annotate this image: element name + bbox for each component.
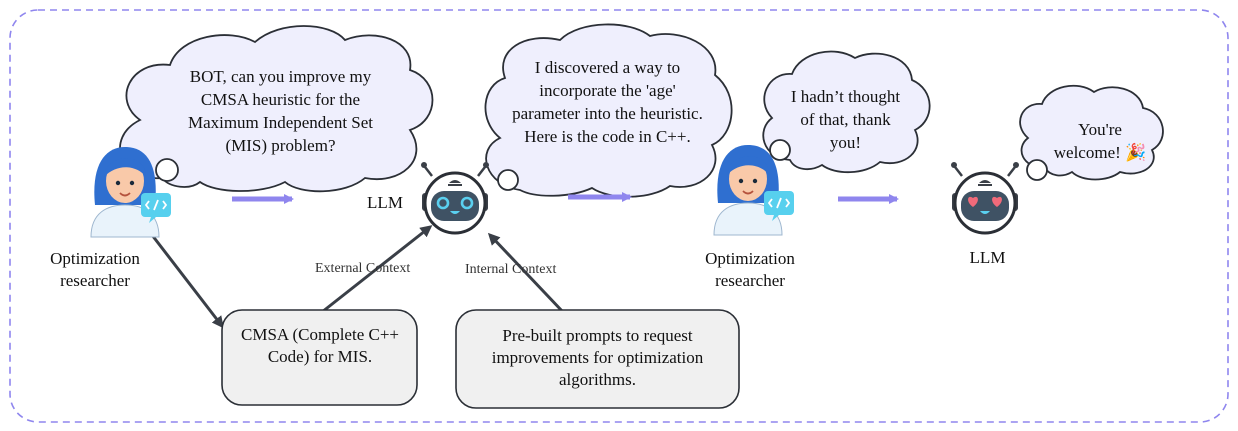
external-context-label: External Context [315,261,411,276]
researcher-to-cmsa-arrow [150,234,224,329]
researcher-label-1: Optimization researcher [50,249,140,290]
internal-context-arrow [487,232,565,314]
thought-cloud-question [119,25,434,193]
external-context-arrow [321,225,433,314]
internal-context-label: Internal Context [465,262,557,277]
prompts-box-text: Pre-built prompts to request improvement… [491,326,704,389]
thought-cloud-welcome [1019,84,1164,181]
cmsa-box [221,309,418,406]
prompts-box [455,309,740,409]
welcome-text: You're welcome! [1053,120,1122,162]
researcher-icon [90,147,171,238]
llm-label-1: LLM [367,193,403,212]
robot-heart-eyes-icon [949,160,1021,235]
researcher-label-2: Optimization researcher [705,249,795,290]
party-popper-icon: 🎉 [1125,143,1147,162]
welcome-bubble: You're welcome! 🎉 [1050,118,1150,164]
thought-cloud-thanks [762,50,931,174]
robot-icon [419,160,491,235]
llm-label-2: LLM [969,248,1006,267]
cmsa-box-text: CMSA (Complete C++ Code) for MIS. [240,325,400,366]
thought-cloud-reply [484,23,733,198]
reply-text: I discovered a way to incorporate the 'a… [512,58,703,146]
thanks-text: I hadn’t thought of that, thank you! [790,87,901,152]
question-text: BOT, can you improve my CMSA heuristic f… [187,67,374,155]
frame-border [9,9,1229,423]
researcher-icon [713,145,794,236]
